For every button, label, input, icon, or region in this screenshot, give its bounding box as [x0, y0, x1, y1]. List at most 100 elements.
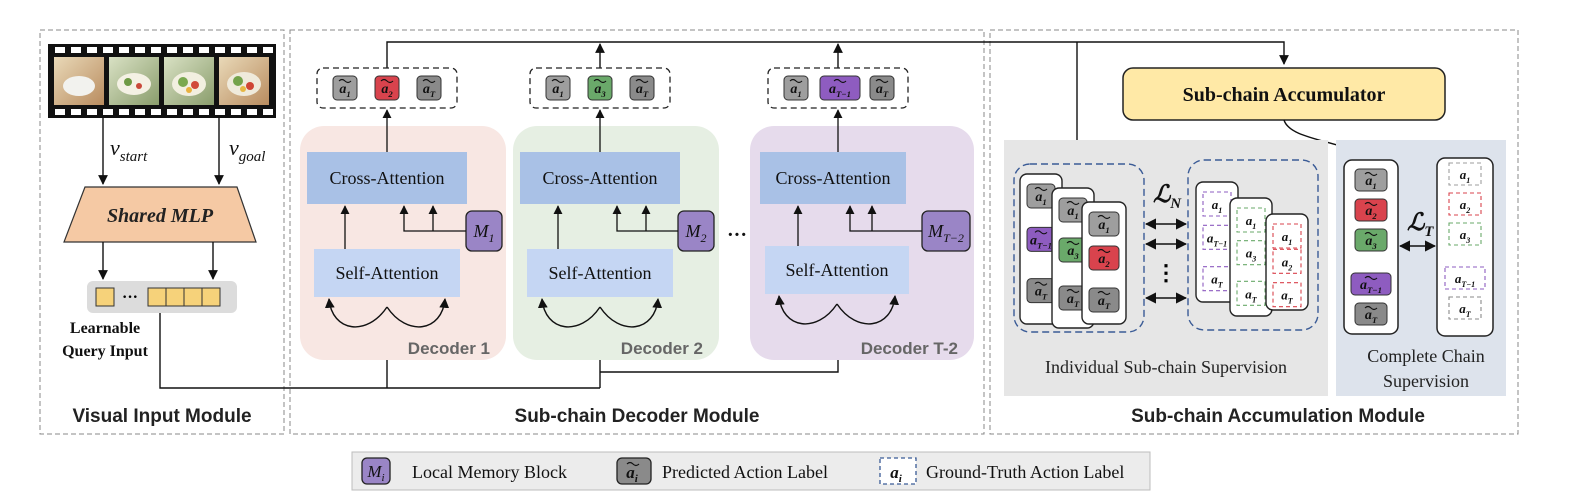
complete-gt-item-tag: [1448, 162, 1482, 186]
legend-gt-swatch: [879, 457, 917, 485]
decoder-output-tag: [374, 75, 400, 101]
complete-predicted-item-tag: [1354, 228, 1388, 252]
legend-gt-label: Ground-Truth Action Label: [926, 462, 1124, 482]
decoder-output-tag: [416, 75, 442, 101]
film-strip: [48, 44, 276, 118]
decoder-output-tag: [783, 75, 809, 101]
complete-predicted-item-label: aT−1: [1360, 278, 1382, 295]
subchain-item-label: a1: [1246, 213, 1257, 231]
tilde-mark: [1097, 290, 1111, 296]
decoder-output-tag: [587, 75, 613, 101]
cross-attention-label: Cross-Attention: [543, 168, 658, 188]
tilde-mark: [593, 78, 607, 84]
tilde-mark: [1034, 230, 1048, 235]
legend-memory-symbol: Mi: [366, 462, 384, 484]
decoder-output-tag: [869, 75, 895, 101]
subchain-item-label: aT: [1035, 285, 1048, 302]
complete-predicted-item-label: a1: [1365, 174, 1376, 191]
legend-predicted-symbol: ai: [626, 463, 639, 485]
memory-label: M2: [685, 221, 707, 245]
legend-predicted-tilde: [626, 461, 640, 467]
subchain-item-label: aT−1: [1207, 230, 1227, 248]
subchain-item-label: aT: [1098, 294, 1111, 311]
subchain-item-label: a1: [1212, 197, 1223, 215]
tilde-mark: [551, 78, 565, 84]
decoder-name: Decoder 2: [621, 339, 703, 358]
complete-gt-item-tag: [1448, 192, 1482, 216]
visual-input-module-frame: [39, 29, 285, 435]
decoder-output-label: a3: [594, 82, 606, 99]
shared-mlp-block: [63, 186, 257, 243]
self-attention-arc-left: [774, 295, 838, 325]
subchain-item-tag: [1236, 240, 1266, 266]
complete-gt-item-tag: [1444, 266, 1486, 290]
complete-gt-item-label: aT: [1459, 301, 1472, 319]
decoder-output-label: a1: [552, 82, 563, 99]
complete-predicted-item-label: aT: [1365, 308, 1378, 325]
memory-to-cross-arrow: [399, 205, 466, 232]
decoder-output-label: a1: [339, 82, 350, 99]
tilde-mark: [833, 78, 847, 84]
subchain-card: a1 aT−1 aT: [1195, 181, 1239, 303]
decoder-output-label: aT: [636, 82, 649, 99]
subchain-item-tag: [1236, 280, 1266, 306]
cross-attention-label: Cross-Attention: [776, 168, 891, 188]
complete-predicted-item-tag: [1354, 198, 1388, 222]
subchain-item-tag: [1272, 248, 1302, 274]
legend-gt-symbol: ai: [890, 463, 903, 485]
subchain-item-label: a3: [1067, 244, 1079, 261]
complete-predicted-item-label: a2: [1365, 204, 1377, 221]
visual-input-module-title: Visual Input Module: [72, 406, 251, 427]
decoder-output-label: aT: [876, 82, 889, 99]
predicted-subchains-frame: [1013, 163, 1145, 333]
tilde-mark: [789, 78, 803, 84]
subchain-item-label: aT: [1281, 288, 1294, 306]
subchain-item-label: aT: [1211, 272, 1224, 290]
self-attention-arc-right: [836, 295, 900, 325]
subchain-item-label: aT: [1067, 292, 1080, 309]
complete-supervision-caption-2: Supervision: [1383, 371, 1469, 391]
complete-predicted-item-tag: [1354, 302, 1388, 326]
learnable-query-input: ···: [87, 281, 237, 313]
legend-memory-swatch: [361, 457, 391, 485]
cross-attention-label: Cross-Attention: [330, 168, 445, 188]
self-attention-label: Self-Attention: [336, 263, 439, 283]
subchain-item-tag: [1202, 224, 1232, 250]
tilde-mark: [1066, 200, 1080, 206]
decoder-output-tag: [629, 75, 655, 101]
subchain-item-tag: [1236, 207, 1266, 233]
self-attention-arc-right: [386, 298, 450, 328]
complete-gt-item-label: aT−1: [1455, 271, 1475, 289]
decoder-name: Decoder T-2: [861, 339, 958, 358]
tilde-mark: [1364, 275, 1378, 281]
tilde-mark: [1097, 214, 1111, 220]
decoder-output-tag: [545, 75, 571, 101]
subchain-item-label: aT: [1245, 286, 1258, 304]
subchain-item-label: aT−1: [1030, 233, 1052, 250]
decoder-output-label: a2: [381, 82, 393, 99]
subchain-item-tag: [1088, 211, 1120, 237]
self-attention-block: [314, 249, 460, 297]
subchain-item-tag: [1202, 266, 1232, 292]
decoder-module-title: Sub-chain Decoder Module: [515, 406, 760, 427]
complete-gt-item-tag: [1448, 296, 1482, 320]
subchain-item-tag: [1088, 245, 1120, 271]
tilde-mark: [1364, 171, 1378, 177]
tilde-mark: [338, 78, 352, 84]
tilde-mark: [422, 78, 436, 84]
subchain-item-label: a1: [1035, 190, 1046, 207]
tilde-mark: [380, 78, 394, 84]
query-bus-line: [159, 313, 600, 389]
vertical-ellipsis: ⋮: [1155, 260, 1177, 285]
query-ellipsis: ···: [122, 289, 138, 306]
cross-attention-block: [520, 152, 680, 204]
decoder-output-tag: [819, 75, 861, 101]
ground-truth-subchains-frame: [1187, 159, 1319, 331]
subchain-item-tag: [1272, 282, 1302, 308]
memory-label: MT−2: [927, 221, 964, 245]
accumulation-module-frame: [989, 29, 1519, 435]
